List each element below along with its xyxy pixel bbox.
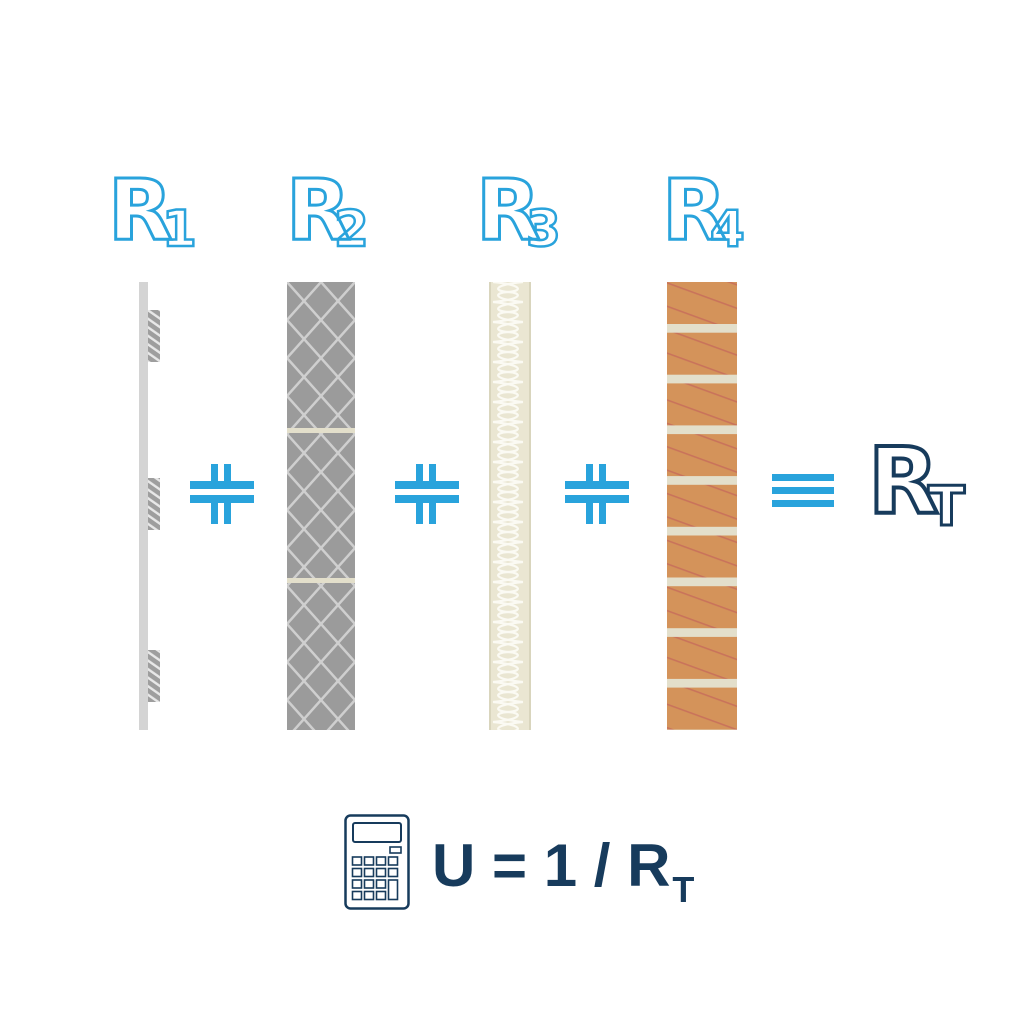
label-r3-subscript: 3 bbox=[525, 200, 562, 258]
calculator-key bbox=[375, 890, 387, 901]
label-rt-letter: R bbox=[866, 428, 941, 535]
brick bbox=[667, 434, 737, 477]
block-joint-2 bbox=[287, 578, 355, 583]
batten-bottom bbox=[148, 650, 160, 702]
label-r2-letter: R bbox=[285, 161, 353, 259]
brick bbox=[667, 484, 737, 527]
label-r3-letter: R bbox=[475, 161, 543, 259]
calculator-key bbox=[351, 867, 363, 878]
calculator-key bbox=[351, 879, 363, 889]
plasterboard-sheet bbox=[139, 282, 148, 730]
layer-brick bbox=[667, 282, 737, 730]
brick-courses bbox=[667, 282, 737, 730]
u-value-formula: U = 1 / RT bbox=[432, 826, 694, 910]
formula-subscript: T bbox=[672, 869, 695, 910]
brick bbox=[667, 332, 737, 375]
block-joint-1 bbox=[287, 428, 355, 433]
label-r4-letter: R bbox=[661, 161, 729, 259]
layer-plasterboard bbox=[139, 282, 160, 730]
brick bbox=[667, 636, 737, 679]
calculator-key bbox=[363, 890, 375, 901]
brick bbox=[667, 383, 737, 426]
calculator-key bbox=[375, 856, 387, 866]
calculator-key bbox=[363, 867, 375, 878]
label-r2-subscript: 2 bbox=[333, 200, 370, 258]
batten-middle bbox=[148, 478, 160, 530]
calculator-key bbox=[363, 879, 375, 889]
layer-insulation bbox=[489, 282, 531, 730]
layer-concrete-block bbox=[287, 282, 355, 730]
label-r4-subscript: 4 bbox=[709, 200, 746, 258]
calculator-key bbox=[375, 867, 387, 878]
calculator-icon bbox=[344, 814, 410, 910]
label-r1-subscript: 1 bbox=[161, 200, 198, 258]
brick bbox=[667, 687, 737, 730]
calculator-key bbox=[387, 867, 399, 878]
brick bbox=[667, 282, 737, 324]
calculator-key bbox=[387, 856, 399, 866]
brick bbox=[667, 586, 737, 629]
formula-text: U = 1 / R bbox=[432, 832, 671, 899]
label-rt-subscript: T bbox=[927, 475, 967, 538]
plus-sign-1 bbox=[190, 464, 254, 524]
plus-sign-2 bbox=[395, 464, 459, 524]
plus-sign-3 bbox=[565, 464, 629, 524]
equals-sign bbox=[772, 474, 834, 507]
calculator-key bbox=[363, 856, 375, 866]
calculator-key bbox=[351, 856, 363, 866]
calculator-key-tall bbox=[387, 879, 399, 901]
brick bbox=[667, 535, 737, 578]
calculator-key bbox=[375, 879, 387, 889]
batten-top bbox=[148, 310, 160, 362]
label-r1-letter: R bbox=[107, 161, 175, 259]
calculator-key bbox=[351, 890, 363, 901]
